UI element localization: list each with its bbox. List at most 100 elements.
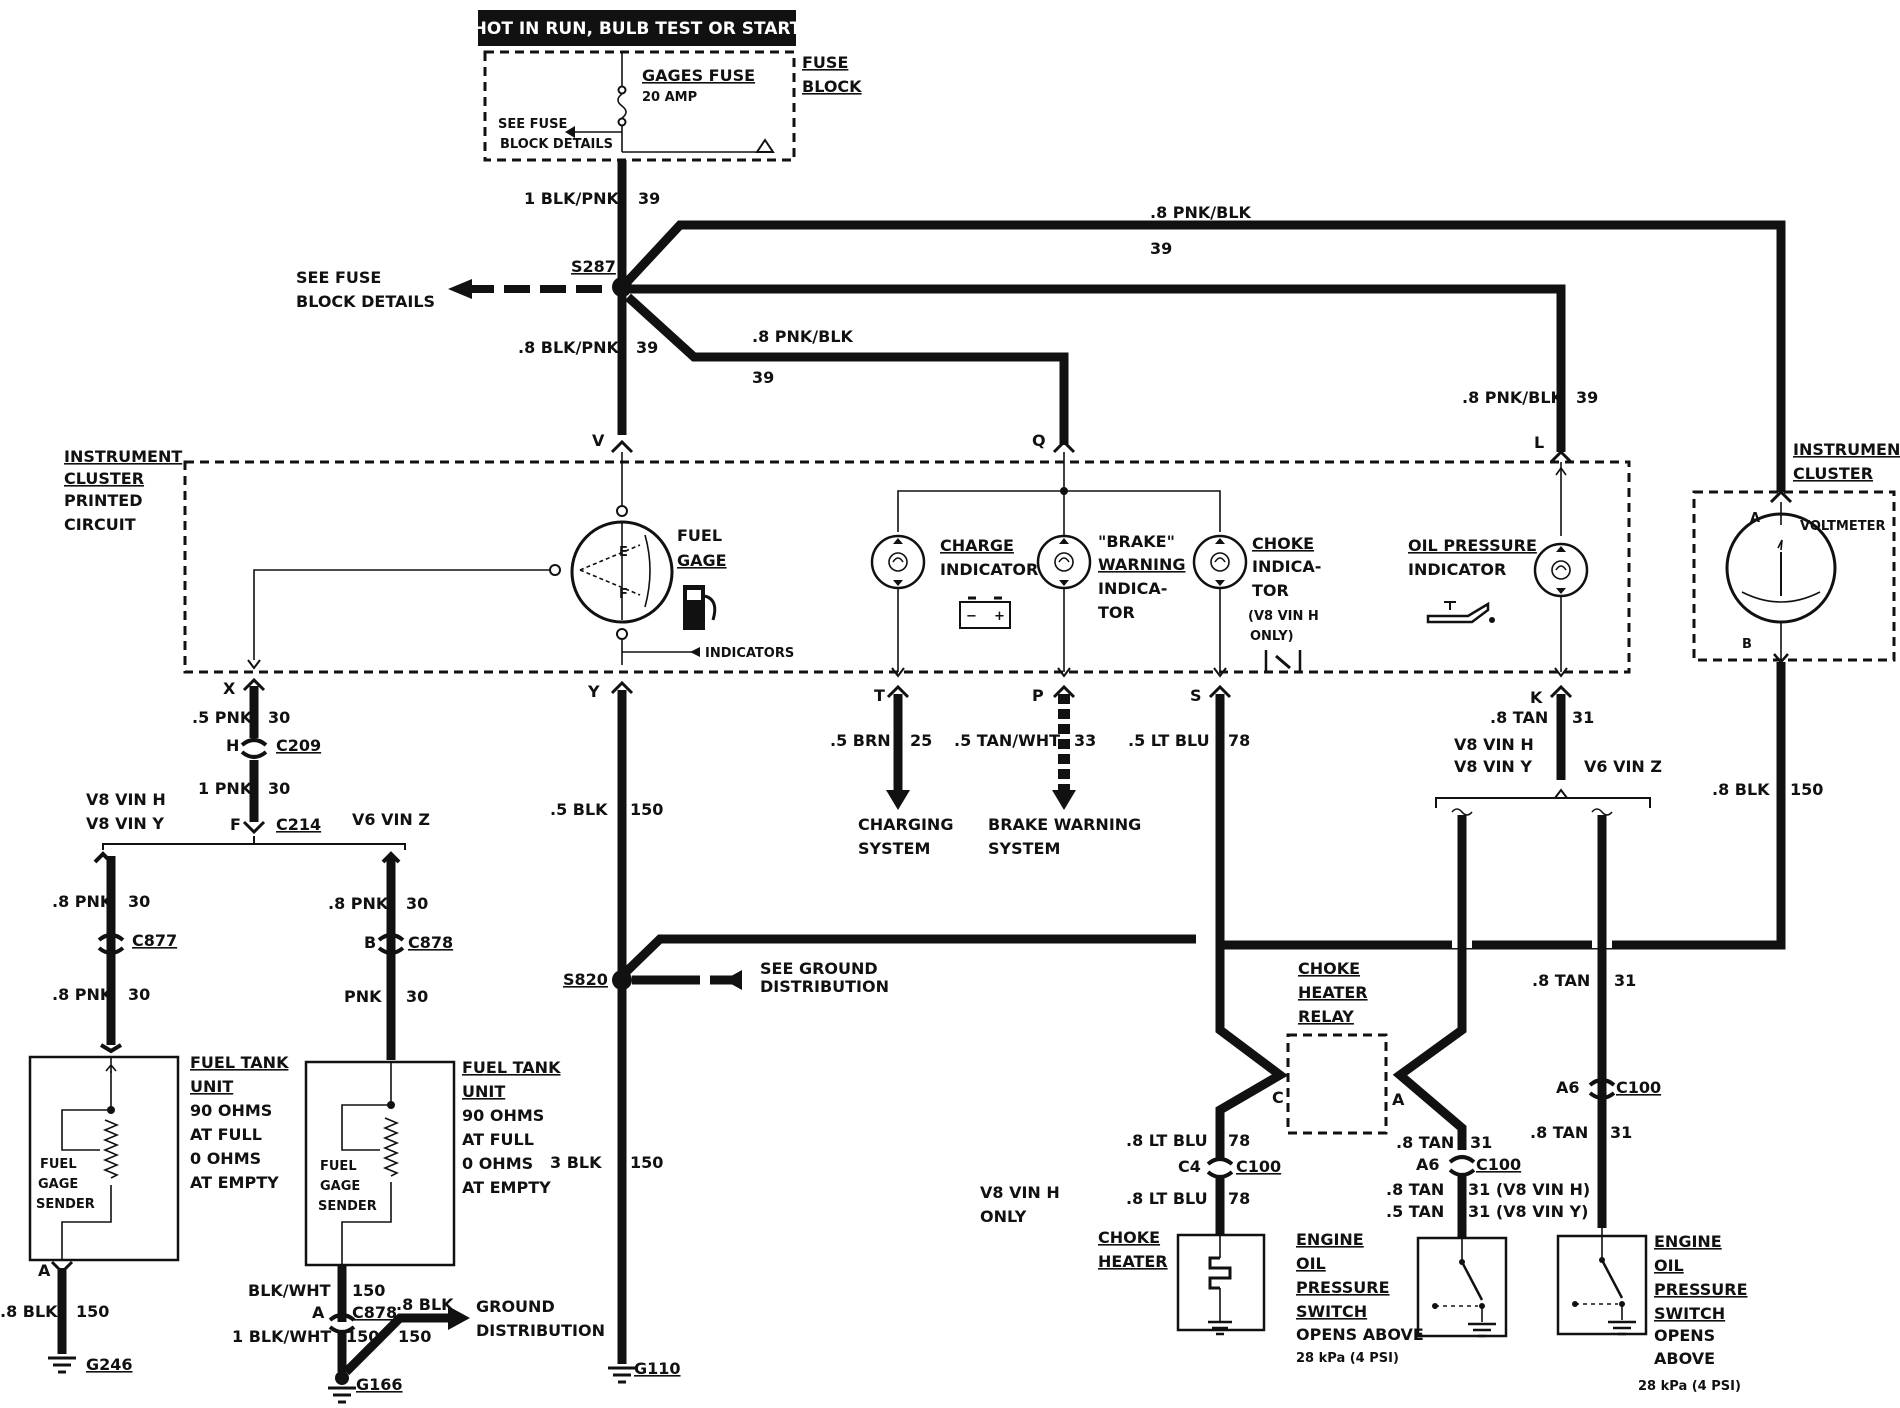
pin-t: T [874, 686, 885, 705]
left-gnd-num: 150 [76, 1302, 109, 1321]
voltmeter-name: VOLTMETER [1800, 519, 1885, 534]
gnd-3blk-num: 150 [630, 1153, 663, 1172]
fuse-block: FUSE BLOCK GAGES FUSE 20 AMP SEE FUSE BL… [483, 50, 862, 162]
connector-c209 [240, 738, 268, 759]
fuel-gage-label-1: FUEL [677, 526, 722, 545]
switch2-l4: SWITCH [1654, 1304, 1725, 1323]
splice-s820-label: S820 [563, 970, 608, 989]
choke-label-2: INDICA- [1252, 557, 1321, 576]
mid-sender-inner-3: SENDER [318, 1199, 377, 1214]
volt-b-label: .8 BLK [1712, 780, 1770, 799]
charge-label-2: INDICATOR [940, 560, 1038, 579]
wire-150-s820 [622, 934, 1196, 976]
pin-q: Q [1032, 431, 1046, 450]
fuel-sender-left-box [28, 1055, 180, 1262]
switch2-l7: 28 kPa (4 PSI) [1638, 1379, 1741, 1394]
brake-dest-1: BRAKE WARNING [988, 815, 1141, 834]
fuel-pump-icon [683, 585, 717, 630]
wire-31-v8 [1392, 815, 1467, 1150]
fuse-block-title-1: FUSE [802, 53, 848, 72]
ltblu-heater-label: .8 LT BLU [1126, 1189, 1208, 1208]
v8-vinh-left: V8 VIN H [86, 790, 166, 809]
left-sender-spec-4: AT EMPTY [190, 1173, 279, 1192]
mid-sender-spec-3: 0 OHMS [462, 1154, 533, 1173]
gages-fuse-name: GAGES FUSE [642, 66, 755, 85]
connector-c878-top [377, 933, 405, 955]
cluster-label-4: CIRCUIT [64, 515, 136, 534]
fuse-see-details-2: BLOCK DETAILS [500, 137, 613, 152]
pin-p: P [1032, 686, 1044, 705]
blkwht-num: 150 [352, 1281, 385, 1300]
charging-label-2: SYSTEM [858, 839, 930, 858]
instrument-cluster-box [183, 460, 1631, 674]
choke-label-1: CHOKE [1252, 534, 1314, 553]
cluster-label-1: INSTRUMENT [64, 447, 182, 466]
ground-dist-label-2: DISTRIBUTION [476, 1321, 605, 1340]
oil-label-2: INDICATOR [1408, 560, 1506, 579]
brake-label-2: WARNING [1098, 555, 1186, 574]
svg-text:+: + [994, 609, 1005, 624]
charge-label-1: CHARGE [940, 536, 1014, 555]
mid-pin-a: A [312, 1303, 325, 1322]
left-sender-inner-1: FUEL [40, 1157, 77, 1172]
c214-label: C214 [276, 815, 321, 834]
pin-y: Y [587, 682, 600, 701]
c100-oil-v8-label: C100 [1476, 1155, 1521, 1174]
wire-ground-distribution [342, 1313, 448, 1376]
v8-vinh-right: V8 VIN H [1454, 735, 1534, 754]
left-sender-title-1: FUEL TANK [190, 1053, 289, 1072]
pin-c4: C4 [1178, 1157, 1201, 1176]
tan-a-label: .8 TAN [1396, 1133, 1454, 1152]
connector-c877 [97, 933, 125, 955]
x-out-num: 30 [268, 708, 290, 727]
pin-k: K [1530, 688, 1543, 707]
tan-a-num: 31 [1470, 1133, 1492, 1152]
ground-g246-icon [48, 1356, 76, 1374]
blkwht1-label: 1 BLK/WHT [232, 1327, 331, 1346]
charging-label-1: CHARGING [858, 815, 953, 834]
choke-heater-box [1176, 1233, 1266, 1332]
c877-label: C877 [132, 931, 177, 950]
ltblu-c-label: .8 LT BLU [1126, 1131, 1208, 1150]
brake-label-3: INDICA- [1098, 579, 1167, 598]
cluster-label-3: PRINTED [64, 491, 143, 510]
t-out-label: .5 BRN [830, 731, 891, 750]
mid-pin-b: B [364, 933, 376, 952]
voltmeter-pin-a: A [1750, 511, 1760, 526]
ground-dist-label-1: GROUND [476, 1297, 555, 1316]
y-out-num: 150 [630, 800, 663, 819]
c100-oil-v6-label: C100 [1616, 1078, 1661, 1097]
switch1-l4: SWITCH [1296, 1302, 1367, 1321]
wire-to-l-label: .8 PNK/BLK [1462, 388, 1564, 407]
left-sender-spec-2: AT FULL [190, 1125, 262, 1144]
c878-bottom-label: C878 [352, 1303, 397, 1322]
brake-dest-2: SYSTEM [988, 839, 1060, 858]
v8-vinh-only-1: V8 VIN H [980, 1183, 1060, 1202]
mid-sender-spec-1: 90 OHMS [462, 1106, 544, 1125]
voltmeter-cluster-1: INSTRUMENT [1793, 440, 1900, 459]
pin-s: S [1190, 686, 1202, 705]
left-pnk1-num: 30 [128, 892, 150, 911]
voltmeter-box [1692, 490, 1896, 662]
mid-sender-spec-2: AT FULL [462, 1130, 534, 1149]
blkwht-label: BLK/WHT [248, 1281, 331, 1300]
blkwht1-num: 150 [346, 1327, 379, 1346]
cluster-label-2: CLUSTER [64, 469, 144, 488]
p-out-num: 33 [1074, 731, 1096, 750]
ground-g110-icon [608, 1366, 636, 1384]
mid-sender-spec-4: AT EMPTY [462, 1178, 551, 1197]
tan-c100-r-num: 31 [1614, 971, 1636, 990]
brake-warning-lamp [1036, 530, 1092, 678]
wire-to-v-label: .8 BLK/PNK [518, 338, 620, 357]
ground-g166-icon [328, 1386, 356, 1404]
ltblu-c-num: 78 [1228, 1131, 1250, 1150]
mid-sender-title-1: FUEL TANK [462, 1058, 561, 1077]
blk-150-num: 150 [398, 1327, 431, 1346]
wire-to-q-label: .8 PNK/BLK [752, 327, 854, 346]
choke-label-3: TOR [1252, 581, 1289, 600]
pin-v: V [592, 431, 605, 450]
choke-symbol-icon [1264, 650, 1302, 672]
t-out-num: 25 [910, 731, 932, 750]
brake-label-4: TOR [1098, 603, 1135, 622]
fuse-block-title-2: BLOCK [802, 77, 862, 96]
